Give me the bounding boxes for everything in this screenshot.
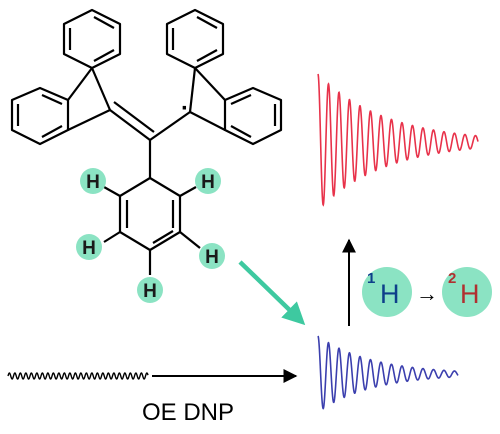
left-fluorene-bottom-ring [10, 86, 70, 146]
hydrogen-ortho-right: H [195, 168, 221, 194]
svg-text:H: H [205, 247, 219, 268]
left-fluorene-top-ring [62, 8, 122, 70]
left-fluorene-five-ring [67, 67, 112, 131]
microwave-irradiation-wave [7, 372, 149, 380]
svg-text:H: H [460, 279, 480, 309]
oe-dnp-caption: OE DNP [142, 399, 234, 426]
svg-text:H: H [82, 238, 96, 259]
isotope-conversion: 1 H → 2 H [362, 267, 492, 317]
deuterium-badge: 2 H [442, 267, 492, 317]
hydrogen-ortho-left: H [80, 168, 106, 194]
right-fluorene-five-ring [188, 67, 226, 131]
reference-fid-signal [317, 335, 459, 410]
svg-text:H: H [143, 281, 157, 302]
svg-text:H: H [201, 172, 215, 193]
svg-text:H: H [86, 172, 100, 193]
right-fluorene-bottom-ring [223, 86, 283, 146]
hydrogen-meta-left: H [76, 234, 102, 260]
molecule-structure [10, 8, 283, 275]
svg-text:2: 2 [448, 270, 456, 287]
enhanced-fid-signal [317, 73, 479, 207]
hydrogen-para: H [137, 277, 163, 303]
proton-badge: 1 H [362, 267, 412, 317]
conversion-arrow: → [416, 281, 438, 306]
right-fluorene-top-ring [165, 8, 225, 70]
polarization-transfer-arrow [238, 260, 306, 326]
svg-text:H: H [380, 279, 400, 309]
radical-dot: · [181, 95, 189, 122]
phenyl-ring [118, 176, 182, 252]
central-bonds [109, 101, 191, 178]
ch-bonds [103, 186, 201, 275]
phenyl-hydrogens: H H H H H [76, 168, 225, 303]
svg-text:1: 1 [367, 270, 375, 287]
hydrogen-meta-right: H [199, 243, 225, 269]
